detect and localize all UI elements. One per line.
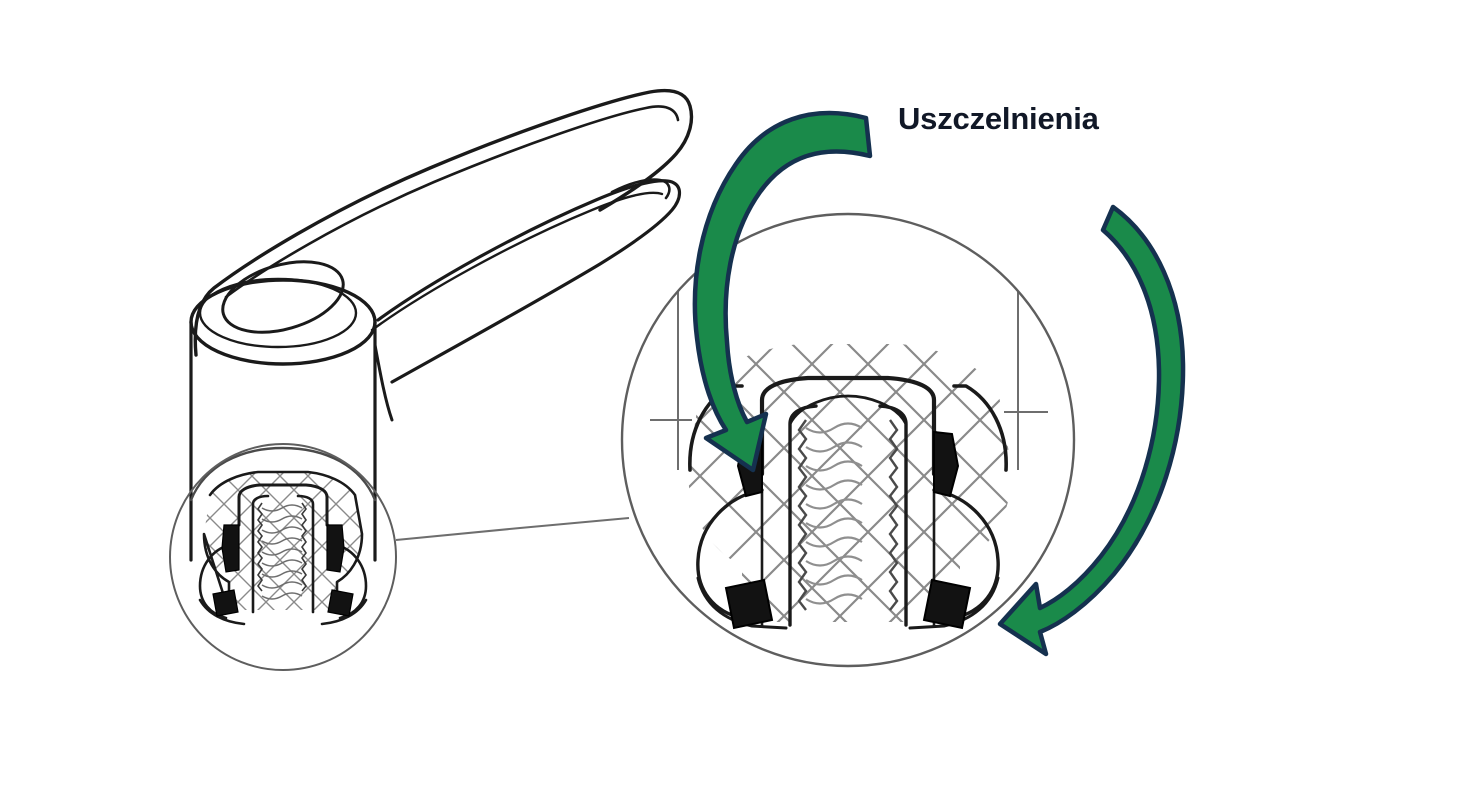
detail-leader-line bbox=[395, 517, 630, 541]
small-thread-edge-left bbox=[257, 502, 263, 592]
big-base-right bbox=[908, 576, 1000, 630]
clamping-lever bbox=[189, 88, 694, 562]
arrow-left bbox=[692, 110, 873, 473]
big-thread-edge-right bbox=[888, 419, 899, 611]
big-bore-chamfer bbox=[788, 394, 908, 426]
seal-lower-left bbox=[724, 578, 774, 630]
lever-handle-outline bbox=[193, 88, 694, 357]
hub-top-inner-ring bbox=[198, 277, 358, 349]
hub-bottom-dome bbox=[189, 446, 377, 502]
small-thread bbox=[257, 502, 307, 600]
seal-small-upper-left bbox=[221, 524, 240, 573]
lever-handle-tip-notch bbox=[610, 178, 671, 200]
hub-top-recess bbox=[221, 260, 345, 334]
small-boss-outline bbox=[237, 483, 329, 527]
seal-small-lower-right bbox=[327, 589, 354, 617]
small-thread-edge-right bbox=[301, 502, 307, 592]
seal-lower-right bbox=[922, 578, 972, 630]
small-body-outline bbox=[202, 470, 364, 614]
seal-small-upper-right bbox=[326, 524, 345, 573]
small-bore-wall-left bbox=[251, 494, 270, 614]
detail-view-small bbox=[169, 443, 397, 671]
big-lobe-left bbox=[696, 488, 764, 620]
big-lobe-right bbox=[932, 488, 1000, 620]
big-base-left bbox=[696, 576, 788, 630]
big-thread-edge-left bbox=[797, 419, 808, 611]
small-seals bbox=[212, 524, 354, 617]
small-bore-wall-right bbox=[296, 494, 315, 614]
detail-circle-small-boundary bbox=[169, 443, 397, 671]
lever-handle-lower-edge bbox=[376, 179, 682, 384]
detail-circle-large-boundary bbox=[620, 212, 1076, 668]
lever-handle-top-crease bbox=[224, 105, 680, 299]
seal-small-lower-left bbox=[212, 589, 239, 617]
seal-upper-right bbox=[933, 430, 960, 498]
small-lobe-left bbox=[198, 543, 231, 620]
annotation-label-uszczelnienia: Uszczelnienia bbox=[898, 101, 1099, 136]
big-thread bbox=[797, 419, 899, 611]
hub-handle-junction bbox=[373, 343, 394, 422]
lever-handle-inner-fillet bbox=[370, 191, 664, 332]
arrow-right bbox=[997, 204, 1186, 657]
small-lobe-right bbox=[335, 543, 368, 620]
big-boss-outline bbox=[759, 375, 937, 477]
callout-arrows bbox=[692, 110, 1186, 657]
